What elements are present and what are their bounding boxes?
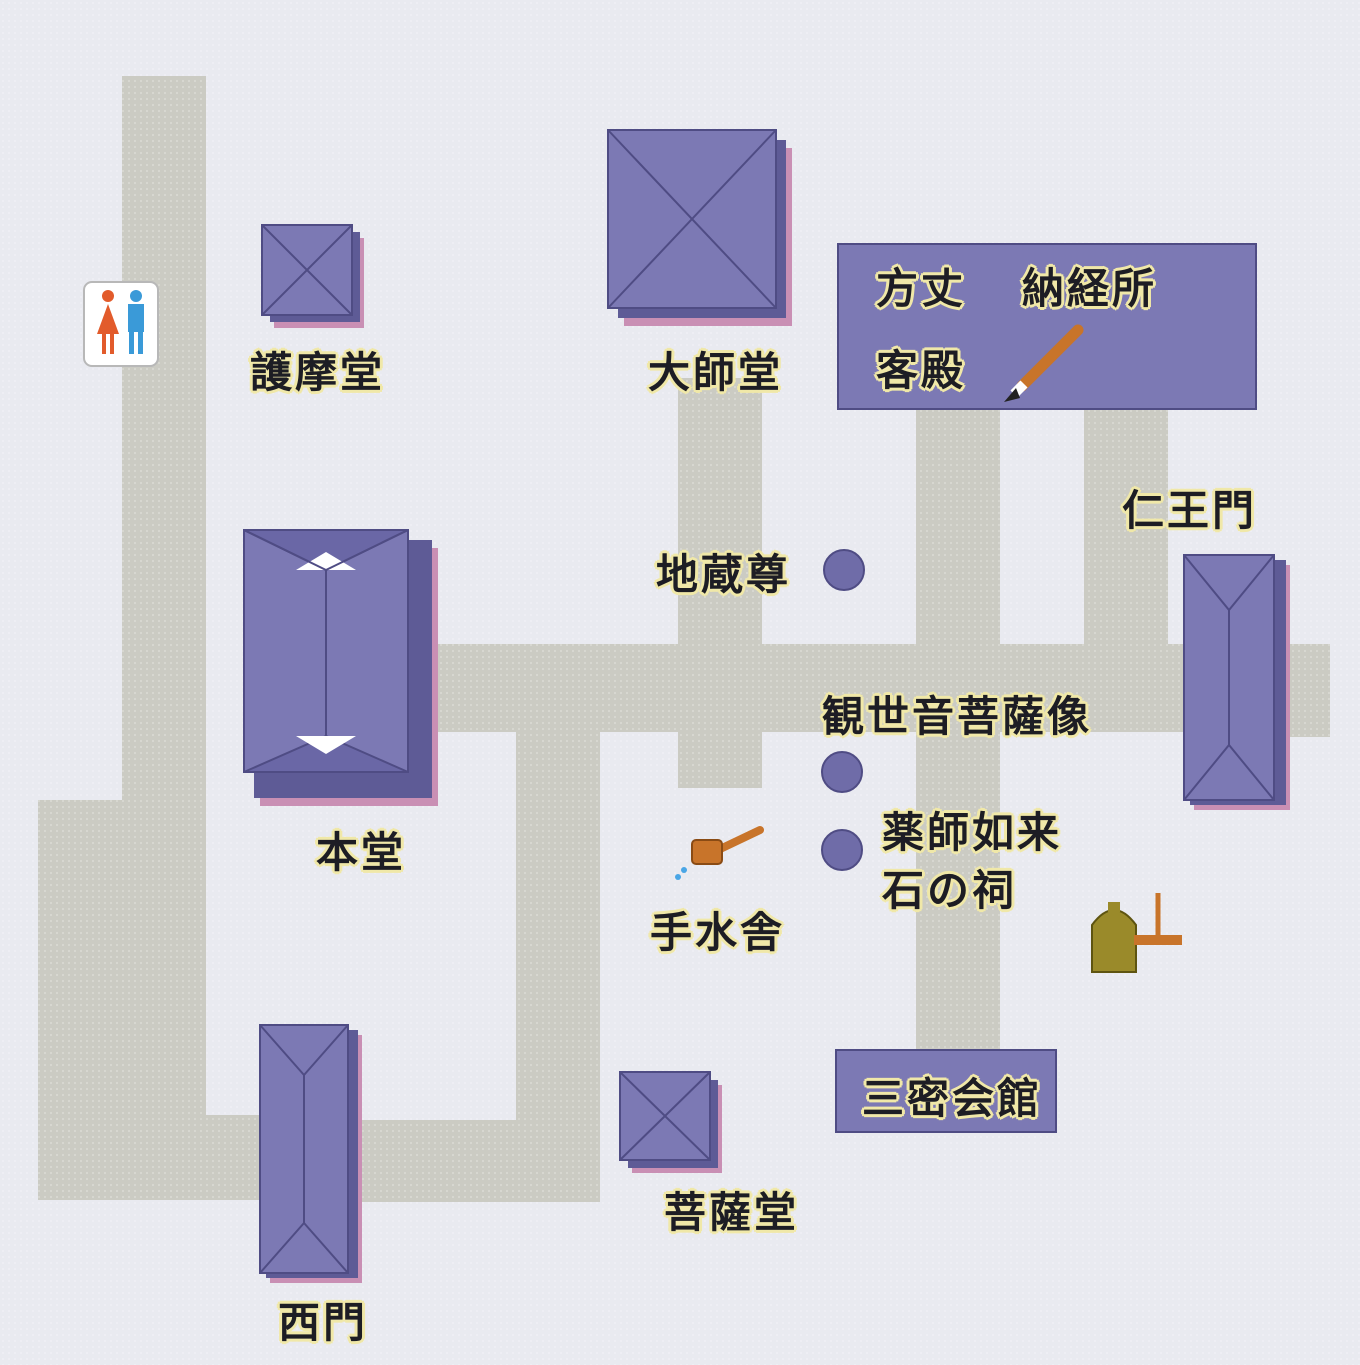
label-nishimon: 西門 [278, 1298, 369, 1347]
label-ishi-hokora: 石の祠 [882, 866, 1018, 915]
water-ladle-icon [675, 826, 764, 880]
label-hojo: 方丈 [876, 264, 967, 313]
label-daishido: 大師堂 [648, 348, 784, 397]
hondo-building [243, 529, 438, 806]
niomon-gate-building [1183, 554, 1290, 810]
label-hondo: 本堂 [316, 828, 407, 877]
label-sanmitsu: 三密会館 [862, 1074, 1043, 1123]
daishido-building [607, 129, 792, 326]
label-niomon: 仁王門 [1122, 486, 1258, 535]
hojo-complex-building [837, 243, 1257, 410]
gomado-building [261, 224, 364, 328]
calligraphy-brush-icon [1004, 324, 1084, 402]
label-bosatsudo: 菩薩堂 [664, 1188, 800, 1237]
label-kannon: 観世音菩薩像 [822, 692, 1093, 741]
jizoson-marker [823, 549, 865, 591]
label-yakushi: 薬師如来 [882, 808, 1063, 857]
yakushi-marker [821, 829, 863, 871]
sanmitsu-kaikan-building [835, 1049, 1057, 1133]
kannon-marker [821, 751, 863, 793]
bosatsudo-building [619, 1071, 722, 1173]
label-jizoson: 地蔵尊 [656, 550, 792, 599]
label-chozuya: 手水舎 [650, 908, 786, 957]
label-nokyosho: 納経所 [1022, 264, 1158, 313]
restroom-icon [83, 281, 159, 367]
label-kyakuden: 客殿 [876, 346, 967, 395]
label-gomado: 護摩堂 [250, 348, 386, 397]
temple-bell-icon [1091, 893, 1182, 973]
nishimon-gate-building [259, 1024, 362, 1283]
